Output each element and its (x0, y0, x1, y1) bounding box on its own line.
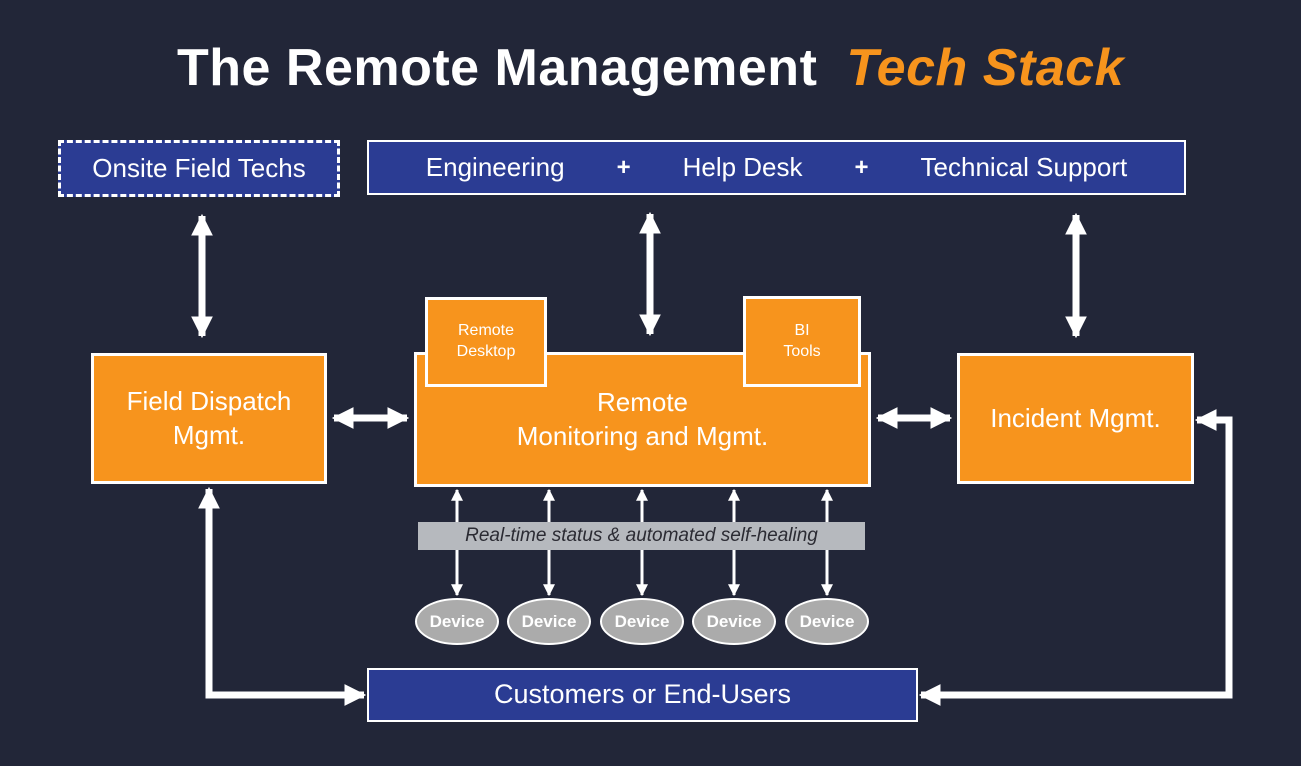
remote-desktop-line2: Desktop (456, 343, 516, 360)
remote-desktop-line1: Remote (457, 322, 515, 340)
device-label: Device (799, 611, 855, 631)
onsite-field-techs-label: Onsite Field Techs (92, 152, 306, 183)
field-dispatch-line2: Mgmt. (172, 419, 246, 450)
slide-title-accent: Tech Stack (846, 39, 1124, 97)
remote-desktop-box: Remote Desktop (425, 297, 547, 387)
device-ellipse: Device (692, 598, 776, 645)
plus-sign: + (616, 153, 631, 181)
field-dispatch-mgmt-box: Field Dispatch Mgmt. (91, 353, 327, 484)
field-dispatch-line1: Field Dispatch (126, 385, 292, 416)
device-label: Device (521, 611, 577, 631)
bi-tools-box: BI Tools (743, 296, 861, 387)
rmm-line2: Monitoring and Mgmt. (516, 420, 769, 451)
plus-sign: + (854, 153, 869, 181)
device-label: Device (429, 611, 485, 631)
bi-tools-line1: BI (794, 321, 810, 339)
elbow-arrow-fielddispatch-customers (198, 486, 367, 706)
device-label: Device (614, 611, 670, 631)
device-ellipse: Device (600, 598, 684, 645)
onsite-field-techs-box: Onsite Field Techs (58, 140, 340, 197)
realtime-status-label: Real-time status & automated self-healin… (465, 525, 818, 546)
device-ellipse: Device (785, 598, 869, 645)
help-desk-label: Help Desk (682, 151, 803, 182)
realtime-status-banner: Real-time status & automated self-healin… (418, 522, 865, 550)
bi-tools-line2: Tools (783, 342, 821, 360)
slide-title: The Remote Management Tech Stack (0, 38, 1301, 98)
device-ellipse: Device (415, 598, 499, 645)
technical-support-label: Technical Support (920, 151, 1128, 182)
incident-mgmt-box: Incident Mgmt. (957, 353, 1194, 484)
customers-end-users-box: Customers or End-Users (367, 668, 918, 722)
device-label: Device (706, 611, 762, 631)
engineering-label: Engineering (425, 151, 565, 182)
rmm-line1: Remote (596, 386, 689, 417)
customers-label: Customers or End-Users (493, 679, 792, 710)
incident-mgmt-label: Incident Mgmt. (990, 402, 1161, 433)
device-ellipse: Device (507, 598, 591, 645)
slide-title-main: The Remote Management (177, 39, 818, 97)
engineering-helpdesk-support-box: Engineering + Help Desk + Technical Supp… (367, 140, 1186, 195)
